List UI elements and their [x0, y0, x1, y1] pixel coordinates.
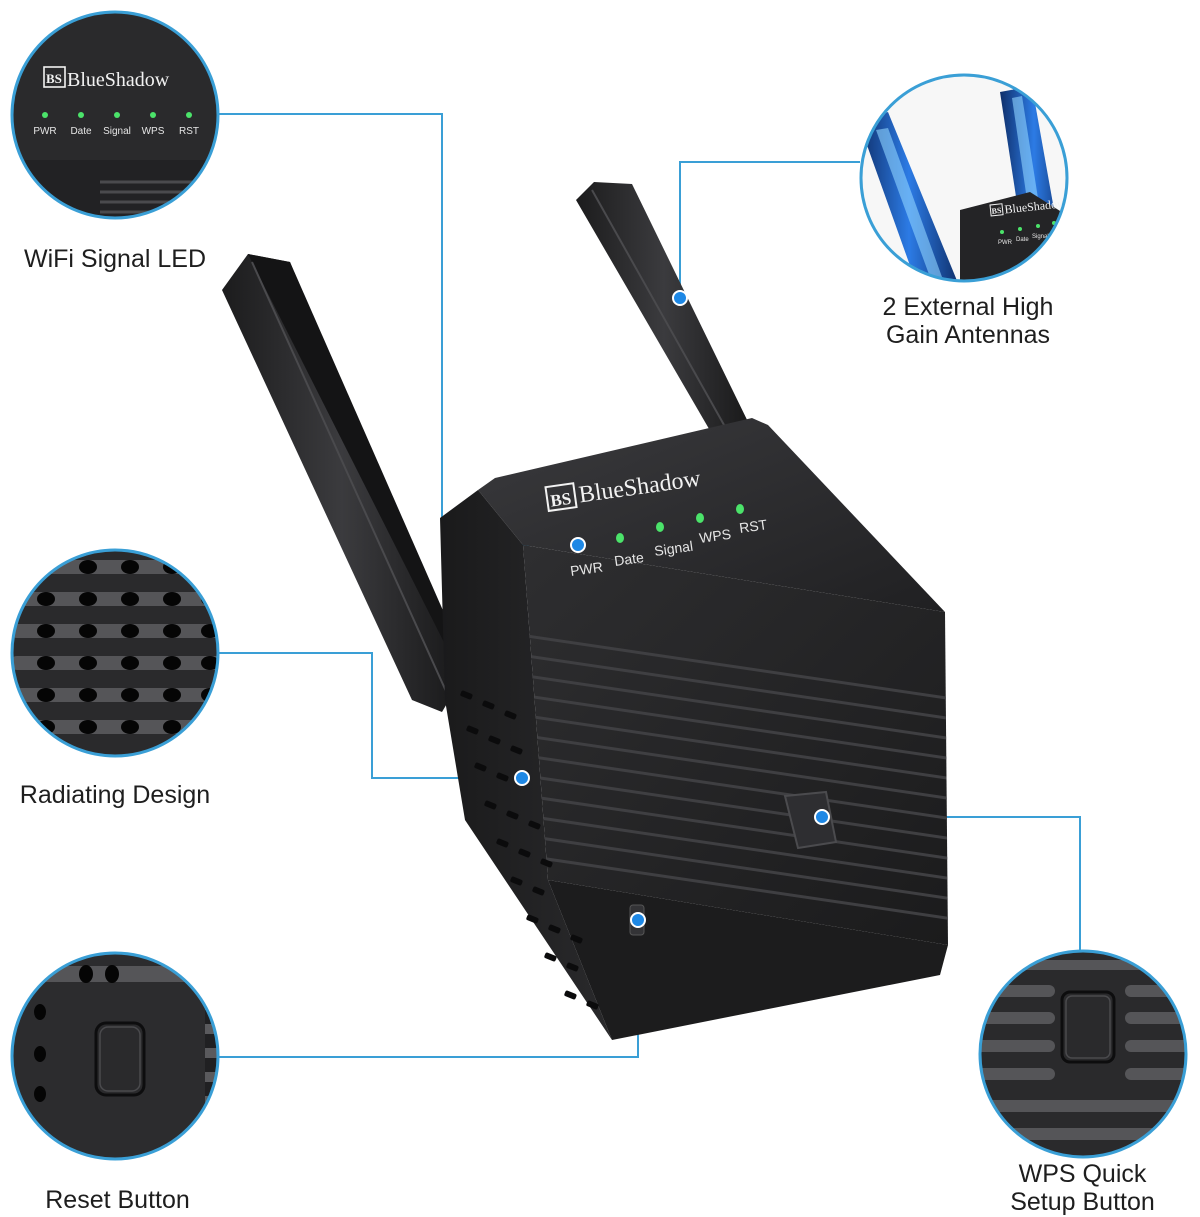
- zoom-wps-button: [978, 949, 1188, 1159]
- zoom-reset-button: [10, 951, 220, 1161]
- device-led-label: RST: [738, 516, 768, 536]
- device-logo-letters: BS: [549, 489, 572, 511]
- device-leds: PWR Date Signal WPS RST: [569, 504, 769, 579]
- device-side-face: [440, 490, 612, 1040]
- device-led-label: PWR: [569, 559, 604, 579]
- zoom-led-panel: BS BlueShadow PWR Date Signal WPS RST: [10, 10, 220, 220]
- device-front-face: [523, 545, 948, 945]
- callout-line-antennas: [679, 161, 860, 298]
- callout-line-radiating: [218, 652, 522, 779]
- device-led-label: WPS: [698, 526, 732, 546]
- zoom-led-label: PWR: [33, 126, 56, 137]
- side-vents: [460, 690, 599, 1010]
- extender-device: BS BlueShadow PWR Date Signal WPS RST: [440, 418, 948, 1040]
- device-top-face: [478, 418, 945, 612]
- caption-reset-button: Reset Button: [45, 1186, 190, 1214]
- left-antenna: [222, 254, 470, 712]
- zoom-radiating-vents: [10, 548, 220, 758]
- zoom-antenna-logo-letters: BS: [991, 206, 1002, 216]
- zoom-logo-letters: BS: [46, 71, 62, 86]
- device-led-label: Date: [613, 549, 645, 569]
- front-ribs: [523, 633, 948, 922]
- device-bottom-face: [548, 880, 948, 1040]
- caption-wps-button: WPS Quick Setup Button: [1010, 1160, 1155, 1216]
- zoom-antenna-led-label: Signal: [1032, 234, 1049, 240]
- zoom-antenna-logo-name: BlueShadow: [1004, 196, 1067, 216]
- zoom-antenna-led-label: PWR: [998, 240, 1013, 246]
- zoom-antennas: BS BlueShadow PWR Date Signal: [859, 73, 1069, 283]
- device-led-label: Signal: [653, 538, 694, 559]
- zoom-led-label: RST: [179, 126, 199, 137]
- zoom-led-label: Signal: [103, 126, 131, 137]
- caption-wifi-signal-led: WiFi Signal LED: [24, 245, 206, 273]
- callout-dots: [514, 290, 830, 928]
- front-wps-button: [783, 790, 838, 850]
- zoom-led-label: WPS: [142, 126, 165, 137]
- caption-external-antennas: 2 External High Gain Antennas: [882, 293, 1054, 349]
- zoom-led-label: Date: [70, 126, 92, 137]
- caption-radiating-design: Radiating Design: [19, 781, 211, 809]
- zoom-logo-name: BlueShadow: [67, 69, 170, 91]
- right-antenna: [576, 182, 752, 434]
- zoom-antenna-led-label: Date: [1016, 237, 1029, 243]
